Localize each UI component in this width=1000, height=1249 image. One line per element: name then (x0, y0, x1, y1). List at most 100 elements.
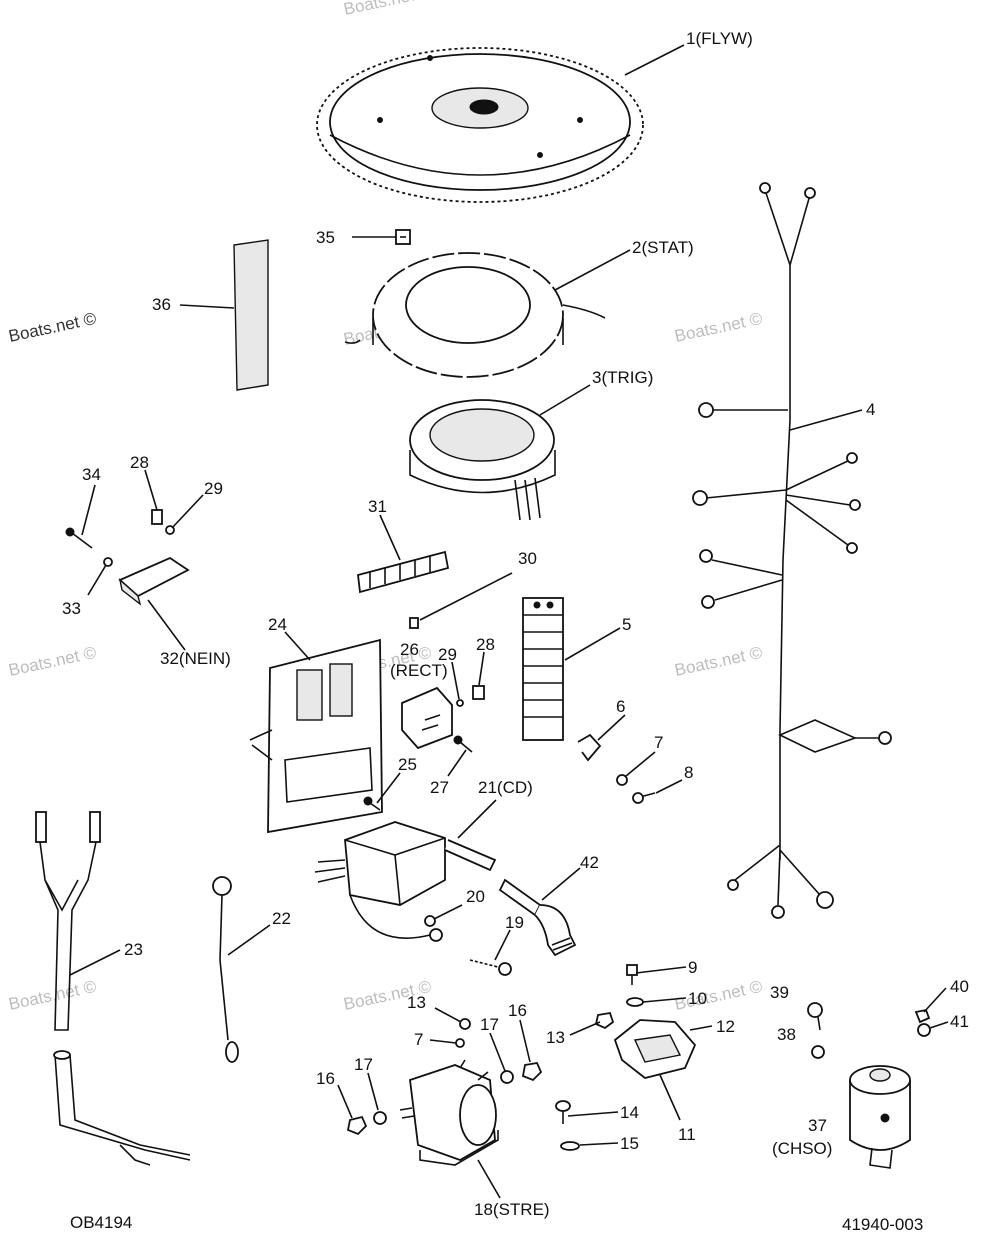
label-17-right: 17 (480, 1015, 499, 1034)
label-17-left: 17 (354, 1055, 373, 1074)
leader-15 (579, 1142, 619, 1146)
regulator-11-12 (613, 1019, 697, 1079)
label-36: 36 (152, 295, 171, 314)
watermark-top: Boats.net © (342, 0, 434, 19)
leader-16-left (337, 1084, 353, 1119)
label-13-right: 13 (546, 1028, 565, 1047)
leader-7-lower (429, 1039, 457, 1044)
leader-8 (655, 779, 683, 794)
label-6: 6 (616, 697, 625, 716)
watermark-right-1: Boats.net © (673, 309, 765, 346)
label-21-cd: 21(CD) (478, 778, 533, 797)
screw-25 (363, 796, 381, 811)
label-5: 5 (622, 615, 631, 634)
terminal-block-5 (522, 597, 564, 741)
label-2-stator: 2(STAT) (632, 238, 694, 257)
label-7-upper: 7 (654, 733, 663, 752)
terminal-strip-31 (357, 550, 450, 594)
battery-cable-23 (35, 811, 191, 1166)
leader-40 (923, 987, 947, 1013)
screw-27 (453, 735, 473, 753)
rectifier-26 (401, 686, 453, 750)
screw-9 (626, 964, 638, 985)
watermark-left-2: Boats.net © (7, 643, 99, 680)
leader-13-left (434, 1007, 462, 1023)
screw-19 (469, 959, 512, 976)
label-3-trigger: 3(TRIG) (592, 368, 653, 387)
label-20: 20 (466, 887, 485, 906)
label-22: 22 (272, 909, 291, 928)
label-33: 33 (62, 599, 81, 618)
leader-11 (659, 1074, 681, 1121)
leader-29-upper (171, 494, 204, 529)
label-24: 24 (268, 615, 287, 634)
clip-6 (577, 733, 602, 762)
watermark-main: Boats.net © (7, 309, 99, 346)
label-8: 8 (684, 763, 693, 782)
leader-17-left (367, 1072, 379, 1111)
cd-module-21 (314, 821, 497, 942)
label-41: 41 (950, 1012, 969, 1031)
washer-15 (560, 1141, 580, 1151)
leader-5 (564, 627, 621, 661)
leader-24 (284, 631, 311, 661)
leader-42 (541, 867, 581, 901)
label-32-nein: 32(NEIN) (160, 649, 231, 668)
label-38: 38 (777, 1025, 796, 1044)
washer-38 (811, 1045, 825, 1059)
leader-4 (789, 409, 863, 431)
washer-29-lower (456, 699, 464, 707)
label-37-chso: (CHSO) (772, 1139, 832, 1158)
leader-36 (179, 304, 235, 309)
label-25: 25 (398, 755, 417, 774)
leader-18 (477, 1159, 501, 1199)
label-27: 27 (430, 778, 449, 797)
leader-9 (635, 966, 687, 974)
label-19: 19 (505, 913, 524, 932)
label-15: 15 (620, 1134, 639, 1153)
washer-10 (626, 997, 644, 1007)
leader-19 (494, 929, 511, 961)
label-39: 39 (770, 983, 789, 1002)
stator-part (344, 252, 606, 378)
nut-20 (424, 915, 436, 927)
footer-right-code: 41940-003 (842, 1215, 923, 1234)
choke-solenoid-37 (849, 1065, 911, 1169)
starter-solenoid-18 (399, 1059, 499, 1166)
leader-14 (567, 1111, 619, 1117)
flywheel-part (316, 47, 644, 203)
screw-28-upper (151, 509, 163, 525)
leader-28-lower (478, 651, 485, 686)
label-26-rect: (RECT) (390, 661, 448, 680)
screw-39 (807, 1002, 823, 1031)
leader-32 (147, 599, 186, 651)
screw-35 (395, 229, 411, 245)
label-40: 40 (950, 977, 969, 996)
label-14: 14 (620, 1103, 639, 1122)
leader-7-upper (625, 751, 656, 777)
watermark-right-2: Boats.net © (673, 643, 765, 680)
wiring-harness-part (692, 182, 892, 919)
leader-21 (457, 799, 497, 839)
ground-cable-22 (212, 876, 239, 1063)
screw-8 (632, 792, 656, 804)
label-29-lower: 29 (438, 645, 457, 664)
washer-33 (103, 557, 113, 567)
leader-20 (433, 904, 463, 920)
label-12: 12 (716, 1017, 735, 1036)
label-29-upper: 29 (204, 479, 223, 498)
label-26: 26 (400, 640, 419, 659)
label-1-flywheel: 1(FLYW) (686, 29, 753, 48)
label-34: 34 (82, 465, 101, 484)
washer-17-left (373, 1111, 387, 1125)
washer-17-right (500, 1070, 514, 1084)
nut-13-left (459, 1018, 471, 1030)
label-31: 31 (368, 497, 387, 516)
bolt-14 (555, 1100, 571, 1124)
leader-16-right (519, 1019, 531, 1063)
watermark-right-3: Boats.net © (673, 977, 765, 1014)
leader-28-upper (144, 469, 158, 511)
footer-left-code: OB4194 (70, 1213, 132, 1232)
